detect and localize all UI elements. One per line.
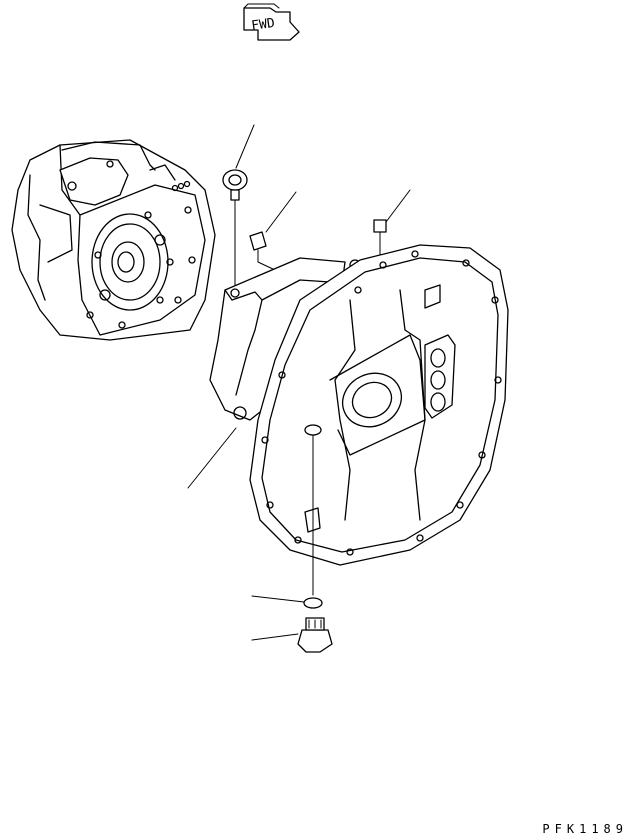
hydraulic-pump [11, 139, 216, 341]
fwd-label: FWD [250, 16, 276, 34]
gasket [251, 595, 323, 609]
flywheel-housing [249, 244, 509, 596]
top-plug [373, 189, 411, 269]
fwd-arrow-icon: FWD [243, 3, 300, 41]
eye-bolt [222, 124, 255, 291]
drain-plug [251, 617, 333, 653]
drawing-code: PFK1189 [542, 822, 628, 836]
